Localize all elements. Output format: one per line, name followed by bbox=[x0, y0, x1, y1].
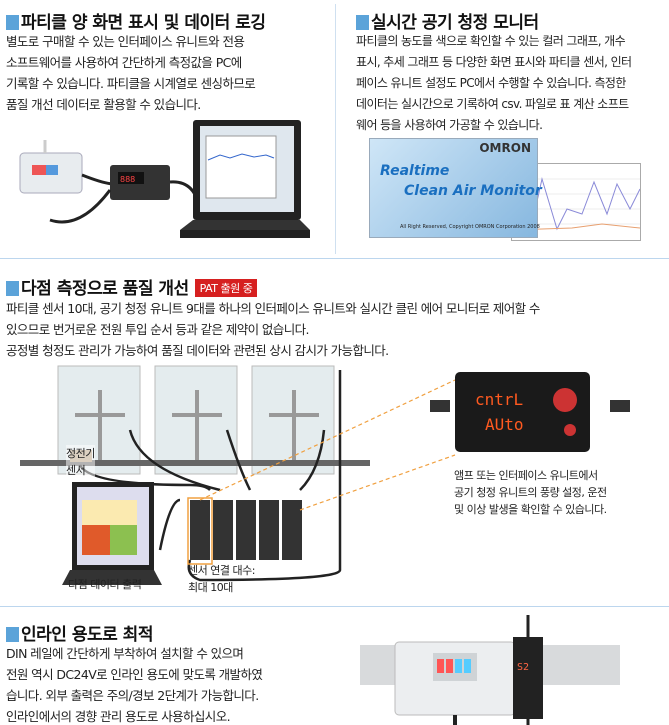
text-line: 인라인에서의 경향 관리 용도로 사용하십시오. bbox=[6, 709, 231, 724]
software-splash-screen: OMRON Realtime Clean Air Monitor All Rig… bbox=[369, 138, 542, 238]
section-divider bbox=[0, 606, 669, 607]
clean-booths bbox=[20, 365, 370, 475]
amplifier bbox=[513, 637, 543, 719]
text-line: 파티클의 농도를 색으로 확인할 수 있는 컬러 그래프, 개수 bbox=[356, 34, 626, 48]
svg-text:888: 888 bbox=[120, 175, 135, 184]
sensor-count-label: 센서 연결 대수: 최대 10대 bbox=[188, 562, 255, 596]
text-line: 별도로 구매할 수 있는 인터페이스 유니트와 전용 bbox=[6, 34, 245, 49]
multipoint-system-diagram: cntrL AUto bbox=[20, 365, 630, 585]
text-line: 페이스 유니트 설정도 PC에서 수행할 수 있습니다. 측정한 bbox=[356, 76, 626, 90]
logging-title: 파티클 양 화면 표시 및 데이터 로깅 bbox=[21, 13, 266, 33]
logging-text: 별도로 구매할 수 있는 인터페이스 유니트와 전용 소프트웨어를 사용하여 간… bbox=[6, 31, 256, 115]
column-divider bbox=[335, 4, 336, 254]
patent-badge: PAT 출원 중 bbox=[194, 279, 258, 297]
text-line: 소프트웨어를 사용하여 간단하게 측정값을 PC에 bbox=[6, 55, 242, 70]
text-line: 있으므로 번거로운 전원 투입 순서 등과 같은 제약이 없습니다. bbox=[6, 322, 309, 337]
label-line: 최대 10대 bbox=[188, 581, 233, 594]
text-line: 표시, 추세 그래프 등 다양한 화면 표시와 파티클 센서, 인터 bbox=[356, 55, 632, 69]
inline-title: 인라인 용도로 최적 bbox=[21, 625, 153, 645]
text-line: 품질 개선 데이터로 활용할 수 있습니다. bbox=[6, 97, 201, 112]
splash-title-line2: Clean Air Monitor bbox=[404, 183, 542, 199]
svg-text:S2: S2 bbox=[517, 662, 529, 673]
monitor-heading: 실시간 공기 청정 모니터 bbox=[356, 8, 539, 33]
text-line: 공정별 청정도 관리가 가능하여 품질 데이터와 관련된 상시 감시가 가능합니… bbox=[6, 343, 389, 358]
text-line: 기록할 수 있습니다. 파티클을 시계열로 센싱하므로 bbox=[6, 76, 256, 91]
splash-copyright: All Right Reserved, Copyright OMRON Corp… bbox=[400, 224, 540, 230]
monitor-text: 파티클의 농도를 색으로 확인할 수 있는 컬러 그래프, 개수 표시, 추세 … bbox=[356, 31, 632, 136]
label-line: 앰프 또는 인터페이스 유니트에서 bbox=[454, 469, 598, 482]
text-line: DIN 레일에 간단하게 부착하여 설치할 수 있으며 bbox=[6, 646, 244, 661]
heading-bullet-icon bbox=[6, 627, 19, 642]
multi-output-label: 다점 데이터 출력 bbox=[68, 578, 142, 591]
display-bottom-readout: AUto bbox=[485, 415, 524, 434]
label-line: 정전기 bbox=[66, 447, 95, 460]
laptop bbox=[62, 482, 162, 585]
inline-heading: 인라인 용도로 최적 bbox=[6, 620, 153, 645]
monitor-title: 실시간 공기 청정 모니터 bbox=[371, 13, 539, 33]
omron-logo: OMRON bbox=[479, 141, 531, 155]
section-divider bbox=[0, 258, 669, 259]
label-line: 공기 청정 유니트의 풍량 설정, 운전 bbox=[454, 486, 607, 499]
label-line: 센서 bbox=[66, 464, 86, 477]
heading-bullet-icon bbox=[356, 15, 369, 30]
splash-title-line1: Realtime bbox=[380, 163, 450, 179]
heading-bullet-icon bbox=[6, 15, 19, 30]
din-rail-installation-illustration: S2 bbox=[360, 615, 620, 725]
logging-heading: 파티클 양 화면 표시 및 데이터 로깅 bbox=[6, 8, 266, 33]
pc-logging-illustration: 888 bbox=[19, 120, 310, 238]
heading-bullet-icon bbox=[6, 281, 19, 296]
amplifier-array bbox=[187, 497, 302, 565]
amplifier-closeup bbox=[430, 372, 630, 452]
label-line: 센서 연결 대수: bbox=[188, 564, 255, 577]
text-line: 웨어 등을 사용하여 가공할 수 있습니다. bbox=[356, 118, 543, 132]
multipoint-heading: 다점 측정으로 품질 개선 PAT 출원 중 bbox=[6, 274, 258, 299]
text-line: 습니다. 외부 출력은 주의/경보 2단계가 가능합니다. bbox=[6, 688, 259, 703]
text-line: 파티클 센서 10대, 공기 청정 유니트 9대를 하나의 인터페이스 유니트와… bbox=[6, 301, 540, 316]
label-line: 및 이상 발생을 확인할 수 있습니다. bbox=[454, 503, 607, 516]
text-line: 데이터는 실시간으로 기록하여 csv. 파일로 표 계산 소프트 bbox=[356, 97, 629, 111]
multipoint-title: 다점 측정으로 품질 개선 bbox=[21, 279, 189, 299]
multipoint-text: 파티클 센서 10대, 공기 청정 유니트 9대를 하나의 인터페이스 유니트와… bbox=[6, 298, 540, 361]
inline-text: DIN 레일에 간단하게 부착하여 설치할 수 있으며 전원 역시 DC24V로… bbox=[6, 643, 263, 725]
display-top-readout: cntrL bbox=[475, 390, 523, 409]
text-line: 전원 역시 DC24V로 인라인 용도에 맞도록 개발하였 bbox=[6, 667, 263, 682]
